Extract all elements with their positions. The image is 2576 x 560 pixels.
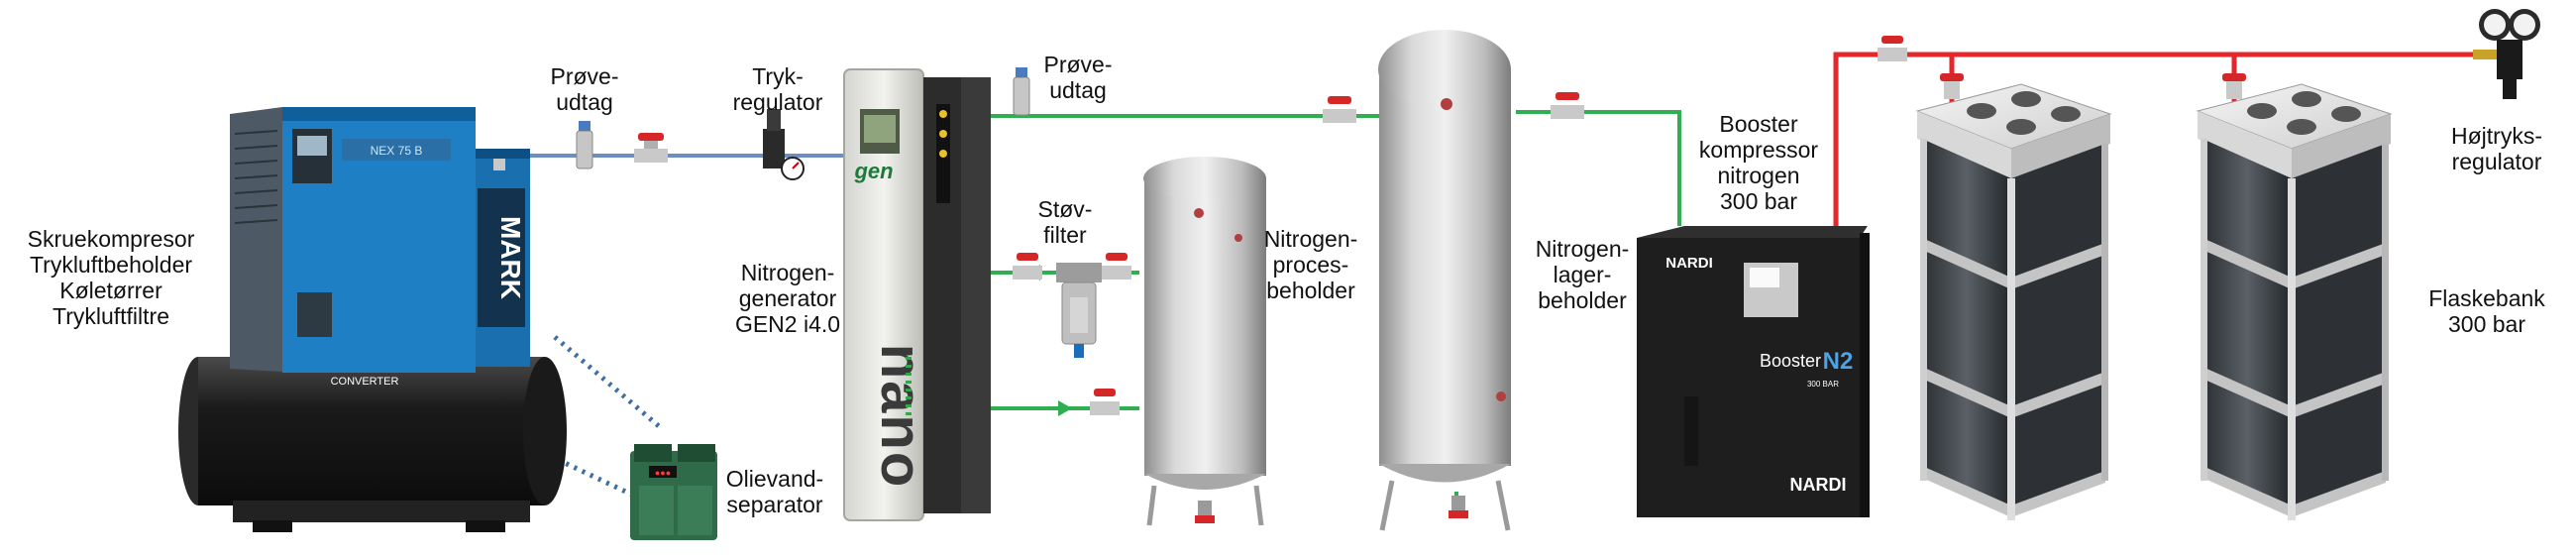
converter-text: CONVERTER [331,376,399,388]
label-screw-compressor: Skruekompresor Trykluftbeholder Køletørr… [27,226,195,329]
nano-logo-text: nano [869,344,933,490]
valve-red-3 [2222,73,2246,99]
high-pressure-regulator [2473,9,2540,99]
nitrogen-process-tank [1143,157,1266,526]
bar-rating-text: 300 BAR [1807,380,1839,389]
label-process-tank: Nitrogen- proces- beholder [1263,226,1358,303]
sample-port-1 [576,121,593,169]
valve-dust-right [1102,253,1131,280]
label-nitrogen-generator: Nitrogen- generator GEN2 i4.0 [734,260,841,337]
dotted-lines [548,335,661,499]
svg-text:NEX 75 B: NEX 75 B [371,144,423,158]
svg-text:●●●: ●●● [655,468,671,478]
valve-storage-out [1551,92,1584,119]
label-high-pressure-regulator: Højtryks- regulator [2451,123,2542,174]
valve-dust-left [1013,253,1042,280]
sample-port-2 [1013,67,1030,116]
valve-1 [634,133,668,163]
label-booster: Booster kompressor nitrogen 300 bar [1698,111,1819,214]
label-pressure-regulator: Tryk- regulator [732,63,823,115]
label-storage-tank: Nitrogen- lager- beholder [1535,236,1630,313]
valve-red-2 [1940,73,1964,99]
gen-logo-text: gen [853,159,893,183]
valve-storage-in [1323,96,1356,123]
label-bottle-bank: Flaskebank 300 bar [2428,285,2545,337]
valve-process-in [1090,389,1120,415]
bottle-bank-2 [2196,83,2393,520]
n2-text: N2 [1823,348,1854,375]
label-sample-port-1: Prøve- udtag [550,63,619,115]
nitrogen-generator: gen nano [843,68,991,521]
nardi-logo-top: NARDI [1665,255,1713,272]
screw-compressor: NEX 75 B CONVERTER MARK [178,107,567,532]
booster-brand-text: Booster [1760,351,1821,371]
dust-filter [1056,263,1102,358]
bottle-bank-1 [1915,83,2112,520]
label-dust-filter: Støv- filter [1037,196,1093,248]
label-oil-water-separator: Olievand- separator [725,466,824,517]
nitrogen-storage-tank [1378,30,1511,531]
nardi-logo-bottom: NARDI [1790,475,1847,495]
oil-water-separator: ●●● [630,444,717,540]
mark-logo-text: MARK [495,216,526,299]
pressure-regulator [763,109,805,180]
booster-compressor: NARDI Booster N2 300 BAR NARDI [1637,226,1870,517]
label-sample-port-2: Prøve- udtag [1043,52,1113,103]
valve-red-1 [1878,36,1907,61]
